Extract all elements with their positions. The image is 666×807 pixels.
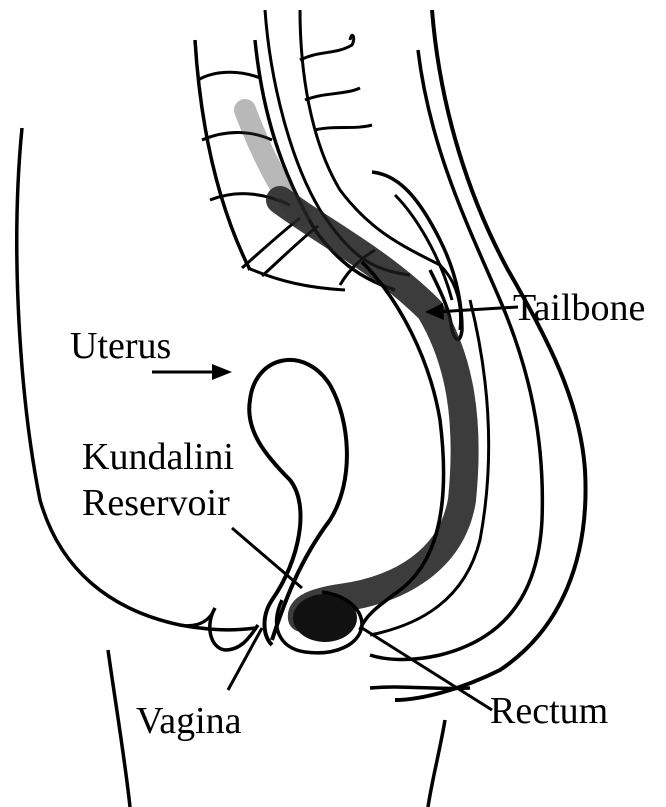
vertebra-line [242,218,300,268]
nerve-squiggle [305,88,360,100]
nerve-squiggle [300,35,354,60]
kundalini-label-line1: Kundalini [82,438,234,476]
uterus-arrow-head [212,364,232,380]
rectum-label: Rectum [490,692,608,730]
vagina-label: Vagina [136,702,242,740]
abdomen-outline [17,128,255,630]
nerve-squiggle [315,125,372,130]
vertebra-line [198,72,260,80]
vagina-pointer-line [228,628,262,690]
tailbone-label: Tailbone [513,289,645,327]
leg-back-outline [428,720,445,807]
thigh-outline [108,650,130,807]
spine-bottom [248,268,345,290]
kundalini-label-line2: Reservoir [82,484,230,522]
back-outline [395,10,586,700]
uterus-label: Uterus [70,327,171,365]
